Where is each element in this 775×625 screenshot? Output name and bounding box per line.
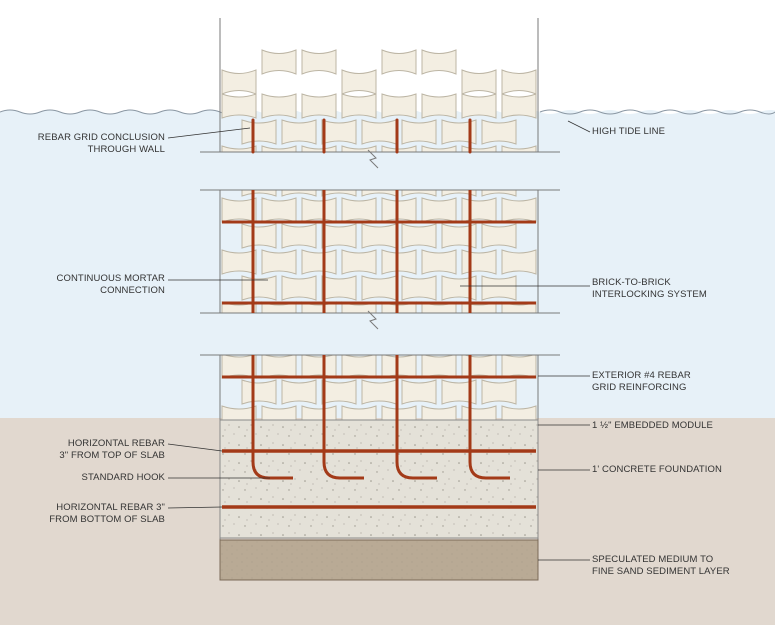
interlocking-brick <box>381 249 417 275</box>
interlocking-brick <box>261 197 297 223</box>
interlocking-brick <box>301 249 337 275</box>
interlocking-brick <box>501 353 537 379</box>
interlocking-brick <box>401 275 437 301</box>
interlocking-brick <box>301 197 337 223</box>
label-sediment-layer: SPECULATED MEDIUM TO FINE SAND SEDIMENT … <box>592 554 730 577</box>
break-symbol <box>367 310 379 330</box>
interlocking-brick <box>421 353 457 379</box>
tide-wave-right <box>539 109 775 115</box>
label-rebar-grid-conclusion: REBAR GRID CONCLUSION THROUGH WALL <box>37 132 165 155</box>
interlocking-brick <box>241 223 277 249</box>
interlocking-brick <box>221 249 257 275</box>
leader-line <box>167 127 251 139</box>
interlocking-brick <box>441 379 477 405</box>
interlocking-brick <box>321 119 357 145</box>
sediment-texture <box>220 540 538 580</box>
interlocking-brick <box>341 353 377 379</box>
interlocking-brick <box>361 379 397 405</box>
vertical-rebar-hook <box>322 355 364 480</box>
interlocking-brick <box>421 49 457 75</box>
interlocking-brick <box>261 49 297 75</box>
annotation-leaders <box>167 120 591 561</box>
label-high-tide-line: HIGH TIDE LINE <box>592 126 666 137</box>
interlocking-brick <box>421 249 457 275</box>
interlocking-brick <box>321 379 357 405</box>
interlocking-brick <box>361 275 397 301</box>
leader-line <box>567 120 591 133</box>
label-brick-interlocking: BRICK-TO-BRICK INTERLOCKING SYSTEM <box>592 277 707 300</box>
label-continuous-mortar: CONTINUOUS MORTAR CONNECTION <box>56 273 165 296</box>
vertical-rebar-hook <box>468 355 510 480</box>
interlocking-brick <box>301 93 337 119</box>
interlocking-brick <box>341 249 377 275</box>
interlocking-brick <box>301 49 337 75</box>
leader-line <box>167 506 223 509</box>
interlocking-brick <box>501 197 537 223</box>
interlocking-brick <box>461 249 497 275</box>
interlocking-brick <box>401 223 437 249</box>
interlocking-brick <box>281 119 317 145</box>
interlocking-brick <box>361 119 397 145</box>
break-symbol <box>367 149 379 169</box>
interlocking-brick <box>361 223 397 249</box>
interlocking-brick <box>341 197 377 223</box>
interlocking-brick <box>281 379 317 405</box>
wall-break-band <box>200 313 560 355</box>
interlocking-brick <box>481 379 517 405</box>
interlocking-brick <box>441 275 477 301</box>
interlocking-brick <box>501 249 537 275</box>
interlocking-brick <box>421 93 457 119</box>
interlocking-brick <box>321 275 357 301</box>
interlocking-brick <box>461 197 497 223</box>
interlocking-brick <box>481 275 517 301</box>
interlocking-brick <box>301 353 337 379</box>
interlocking-brick <box>441 119 477 145</box>
interlocking-brick <box>261 353 297 379</box>
wall-break-band <box>200 152 560 190</box>
label-standard-hook: STANDARD HOOK <box>81 472 165 483</box>
interlocking-brick <box>401 119 437 145</box>
interlocking-brick <box>401 379 437 405</box>
interlocking-brick <box>381 49 417 75</box>
interlocking-brick <box>221 93 257 119</box>
interlocking-brick <box>481 223 517 249</box>
interlocking-brick <box>261 93 297 119</box>
label-horizontal-rebar-top: HORIZONTAL REBAR 3" FROM TOP OF SLAB <box>59 438 165 461</box>
label-concrete-foundation: 1' CONCRETE FOUNDATION <box>592 464 722 475</box>
interlocking-brick <box>341 69 377 95</box>
interlocking-brick <box>221 69 257 95</box>
interlocking-brick <box>321 223 357 249</box>
interlocking-brick <box>381 353 417 379</box>
rebar-grid <box>222 118 536 509</box>
interlocking-brick <box>461 353 497 379</box>
interlocking-brick <box>241 379 277 405</box>
interlocking-brick <box>381 93 417 119</box>
interlocking-brick <box>461 93 497 119</box>
label-exterior-rebar: EXTERIOR #4 REBAR GRID REINFORCING <box>592 370 691 393</box>
label-embedded-module: 1 ½" EMBEDDED MODULE <box>592 420 713 431</box>
interlocking-brick <box>221 353 257 379</box>
interlocking-brick <box>241 119 277 145</box>
interlocking-brick <box>481 119 517 145</box>
interlocking-brick <box>461 69 497 95</box>
interlocking-brick <box>501 93 537 119</box>
interlocking-brick <box>261 249 297 275</box>
tide-wave-left <box>0 109 226 115</box>
interlocking-brick <box>341 93 377 119</box>
interlocking-brick <box>281 223 317 249</box>
label-horizontal-rebar-bottom: HORIZONTAL REBAR 3" FROM BOTTOM OF SLAB <box>49 502 165 525</box>
interlocking-brick <box>221 197 257 223</box>
interlocking-brick <box>281 275 317 301</box>
interlocking-brick <box>441 223 477 249</box>
interlocking-brick <box>501 69 537 95</box>
interlocking-brick <box>381 197 417 223</box>
vertical-rebar-hook <box>395 355 437 480</box>
interlocking-brick <box>421 197 457 223</box>
leader-line <box>167 443 223 452</box>
wall-break-bands <box>200 149 560 356</box>
